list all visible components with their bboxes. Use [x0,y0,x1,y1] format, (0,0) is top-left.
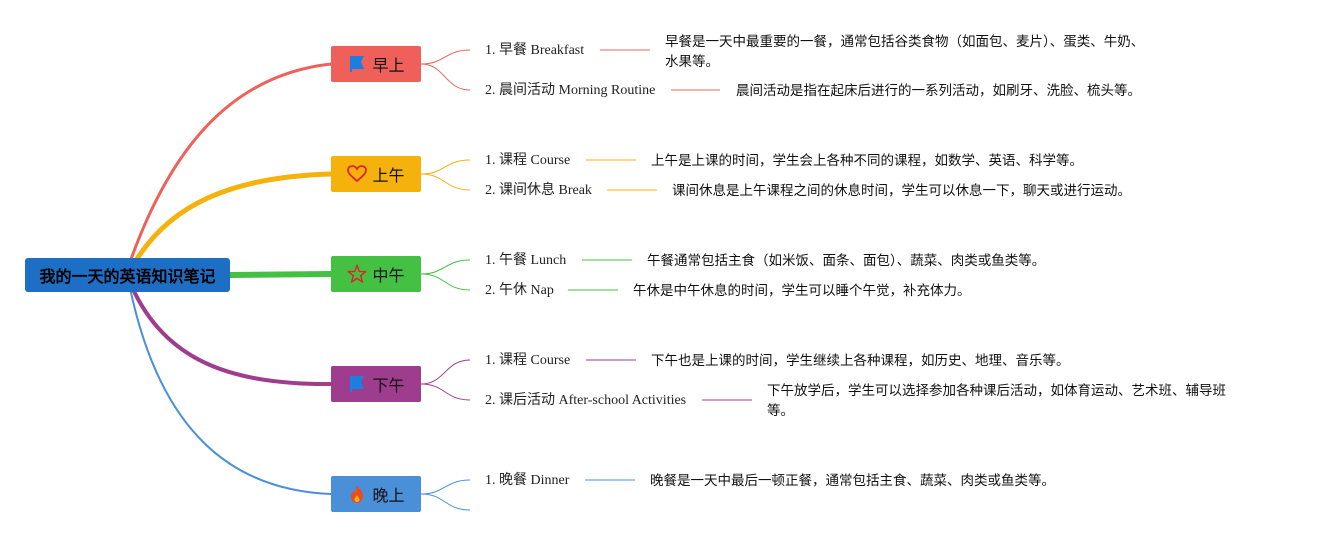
topic-connector [420,273,471,291]
branch-connector [132,171,334,265]
branch-connector [129,287,332,495]
topic-connector [420,49,471,65]
desc-breakfast[interactable]: 早餐是一天中最重要的一餐，通常包括谷类食物（如面包、麦片）、蛋类、牛奶、水果等。 [665,34,1145,70]
flag-icon [347,374,367,394]
topic-connector [420,359,471,385]
desc-lunch[interactable]: 午餐通常包括主食（如米饭、面条、面包）、蔬菜、肉类或鱼类等。 [647,253,1046,269]
root-node[interactable]: 我的一天的英语知识笔记 [25,258,230,292]
topic-dinner[interactable]: 1. 晚餐 Dinner [485,473,570,488]
heart-icon [347,164,368,184]
desc-break[interactable]: 课间休息是上午课程之间的休息时间，学生可以休息一下，聊天或进行运动。 [672,183,1131,199]
fire-icon [347,484,367,504]
desc-course-am[interactable]: 上午是上课的时间，学生会上各种不同的课程，如数学、英语、科学等。 [651,153,1083,169]
desc-course-pm[interactable]: 下午也是上课的时间，学生继续上各种课程，如历史、地理、音乐等。 [651,353,1070,369]
desc-dinner[interactable]: 晚餐是一天中最后一顿正餐，通常包括主食、蔬菜、肉类或鱼类等。 [650,473,1055,489]
branch-noon[interactable]: 中午 [331,256,421,292]
topic-morning-routine[interactable]: 2. 晨间活动 Morning Routine [485,83,656,98]
topic-connector [420,159,471,175]
branch-morning[interactable]: 早上 [331,46,421,82]
star-icon [347,264,367,284]
topic-connector [420,493,471,511]
topic-breakfast[interactable]: 1. 早餐 Breakfast [485,43,585,58]
root-label: 我的一天的英语知识笔记 [39,267,216,286]
branch-forenoon[interactable]: 上午 [331,156,421,192]
branch-label: 早上 [372,56,405,75]
desc-nap[interactable]: 午休是中午休息的时间，学生可以睡个午觉，补充体力。 [633,283,971,299]
topic-connector [420,63,471,91]
branch-label: 晚上 [372,486,405,505]
topic-course-am[interactable]: 1. 课程 Course [485,153,571,168]
topic-after-school[interactable]: 2. 课后活动 After-school Activities [485,393,687,408]
branch-connector [227,271,334,278]
branch-label: 中午 [372,266,405,285]
topic-connector [420,383,471,401]
flag-icon [347,54,367,74]
topic-connector [420,173,471,191]
desc-morning-routine[interactable]: 晨间活动是指在起床后进行的一系列活动，如刷牙、洗脸、梳头等。 [736,83,1141,99]
branch-connector [130,285,333,387]
branch-label: 上午 [372,166,405,185]
topic-break[interactable]: 2. 课间休息 Break [485,183,592,198]
topic-connector [420,259,471,275]
desc-after-school[interactable]: 下午放学后，学生可以选择参加各种课后活动，如体育运动、艺术班、辅导班等。 [767,383,1226,419]
topic-connector [420,479,471,495]
branch-connector [128,62,333,264]
branch-label: 下午 [372,376,405,395]
branch-afternoon[interactable]: 下午 [331,366,421,402]
topic-course-pm[interactable]: 1. 课程 Course [485,353,571,368]
topic-nap[interactable]: 2. 午休 Nap [485,283,554,298]
topic-lunch[interactable]: 1. 午餐 Lunch [485,253,567,268]
branch-evening[interactable]: 晚上 [331,476,421,512]
